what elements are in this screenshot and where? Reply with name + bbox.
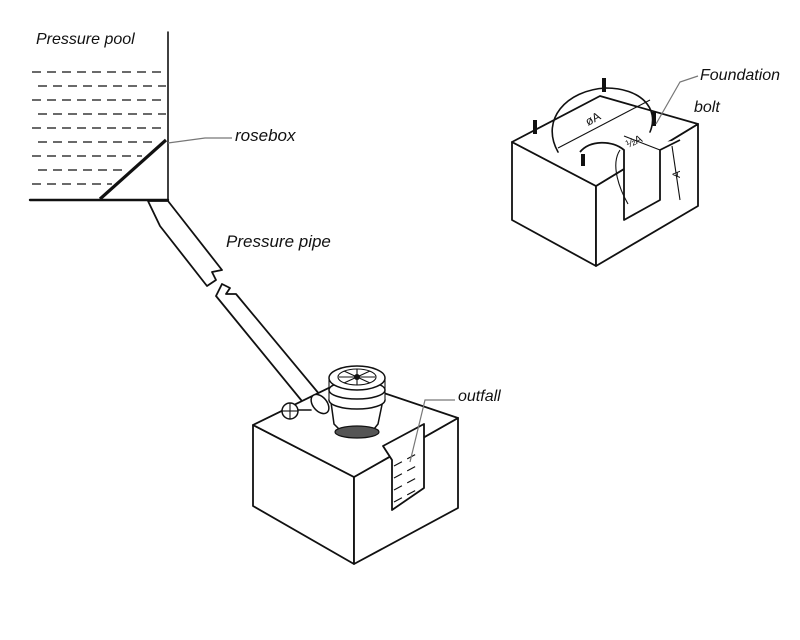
depth-dimension: A	[671, 170, 683, 178]
pressure-pipe	[147, 200, 321, 407]
pressure-pool-label: Pressure pool	[36, 31, 135, 48]
pipe-flange	[310, 393, 330, 415]
outfall-water	[393, 451, 421, 503]
foundation-bolts	[533, 78, 656, 166]
foundation-leader	[655, 75, 699, 125]
bolt-label: bolt	[694, 99, 720, 116]
outfall-leader	[409, 399, 455, 463]
foundation-top-face	[511, 95, 699, 187]
bolt-icon	[652, 112, 656, 126]
turbine	[281, 365, 386, 439]
pool-water	[32, 71, 166, 185]
bolt-icon	[533, 120, 537, 134]
bolt-icon	[602, 78, 606, 92]
rosebox-leader	[167, 137, 232, 144]
pipe-upper-segment	[147, 200, 223, 287]
bolt-icon	[581, 154, 585, 166]
outfall-label: outfall	[458, 388, 501, 405]
rosebox-label: rosebox	[235, 126, 296, 145]
rosebox-screen	[98, 138, 168, 201]
diameter-line	[557, 99, 651, 149]
pipe-lower-segment	[215, 283, 321, 407]
foundation-label: Foundation	[700, 67, 780, 84]
diameter-dimension: øA	[583, 109, 603, 129]
turbine-base	[334, 425, 380, 439]
foundation-channel	[579, 139, 681, 221]
pressure-pipe-label: Pressure pipe	[226, 232, 331, 251]
pressure-pool	[28, 31, 170, 202]
foundation-block: øA ½A A	[511, 78, 699, 267]
